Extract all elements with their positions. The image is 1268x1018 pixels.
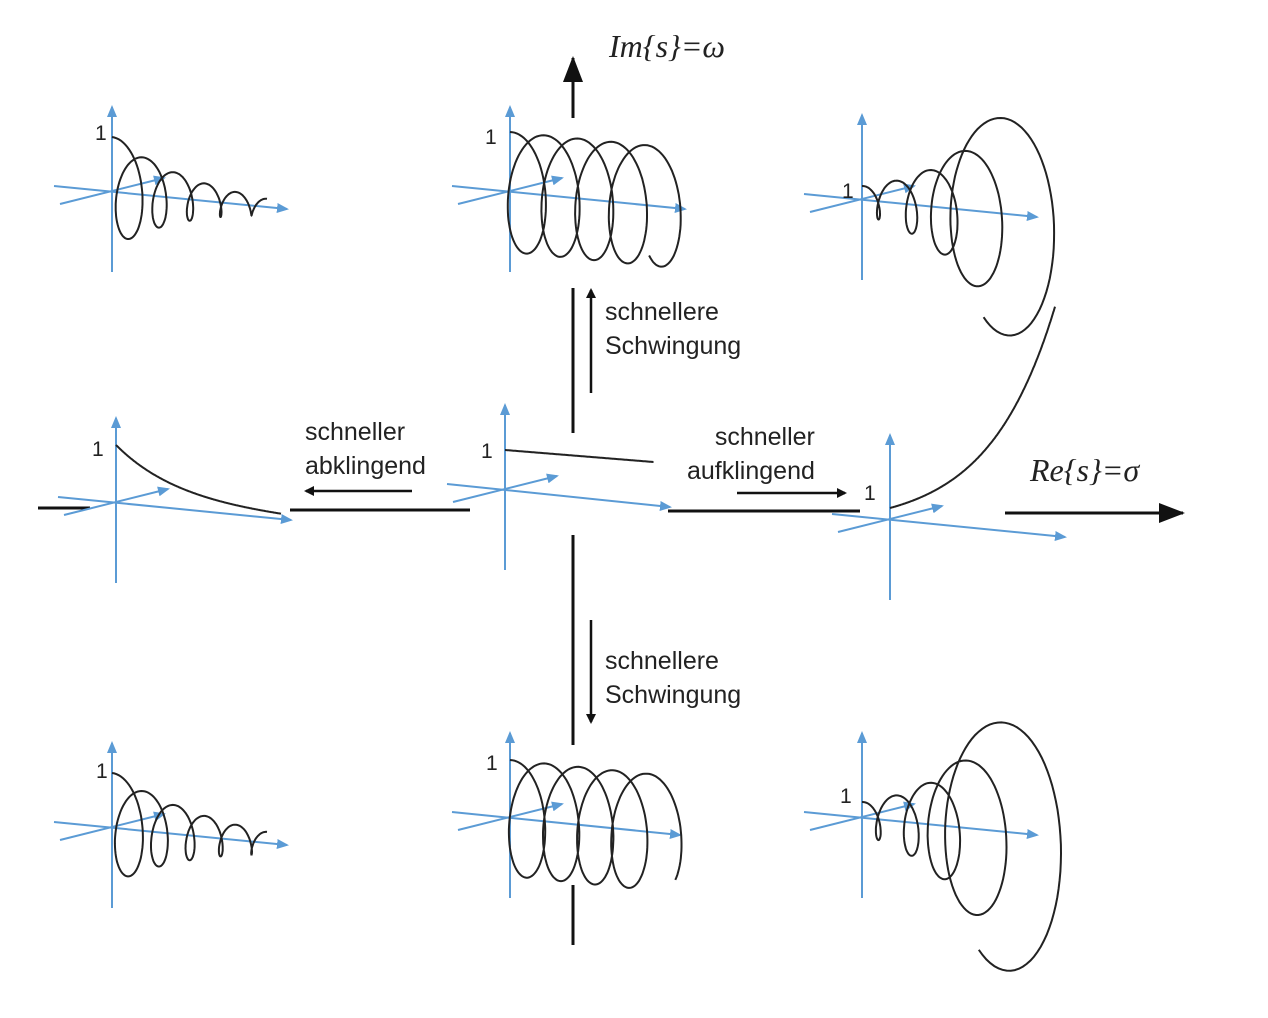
panel-response-curve <box>111 136 268 240</box>
faster-decay-label: schneller abklingend <box>305 415 426 483</box>
response-panels <box>53 105 1067 972</box>
panel-response-curve <box>506 131 682 268</box>
panel-bottom-center <box>451 731 683 898</box>
faster-decay-line1: schneller <box>305 418 406 446</box>
unit-label-top-center: 1 <box>485 126 497 149</box>
panel-axis-depth <box>809 801 916 831</box>
panel-axis-depth <box>452 473 559 503</box>
unit-label-top-right: 1 <box>842 180 854 203</box>
panel-axis-time <box>53 821 289 849</box>
panel-response-curve <box>862 116 1056 337</box>
panel-mid-right <box>831 306 1067 600</box>
faster-osc-down-label: schnellere Schwingung <box>605 644 741 712</box>
direction-arrows <box>304 288 847 724</box>
faster-osc-up-label: schnellere Schwingung <box>605 295 741 363</box>
unit-label-mid-center: 1 <box>481 440 493 463</box>
panel-axis-time <box>831 513 1067 541</box>
faster-growth-line2: aufklingend <box>687 457 815 485</box>
faster-osc-up-line2: Schwingung <box>605 332 742 360</box>
unit-label-bottom-center: 1 <box>486 752 498 775</box>
panel-axis-depth <box>809 183 916 213</box>
panel-response-curve <box>505 449 654 463</box>
panel-axis-time <box>446 483 672 511</box>
panel-response-curve <box>862 721 1063 972</box>
panel-axis-time <box>451 811 682 839</box>
panel-axis-time <box>803 193 1039 221</box>
panel-top-right <box>803 113 1056 337</box>
panel-axis-depth <box>63 486 170 516</box>
faster-decay-line2: abklingend <box>305 452 426 480</box>
panel-axis-depth <box>59 811 166 841</box>
main-axes <box>38 56 1185 945</box>
unit-label-bottom-right: 1 <box>840 785 852 808</box>
unit-label-mid-right: 1 <box>864 482 876 505</box>
faster-osc-down-line2: Schwingung <box>605 681 742 709</box>
faster-growth-line1: schneller <box>714 423 815 451</box>
unit-label-bottom-left: 1 <box>96 760 108 783</box>
panel-response-curve <box>507 759 683 889</box>
faster-growth-label: schneller aufklingend <box>687 420 815 488</box>
faster-osc-up-line1: schnellere <box>605 298 719 326</box>
unit-label-top-left: 1 <box>95 122 107 145</box>
panel-bottom-left <box>53 741 289 908</box>
panel-bottom-right <box>803 721 1063 972</box>
re-axis-label: Re{s}=σ <box>1030 452 1140 488</box>
unit-label-mid-left: 1 <box>92 438 104 461</box>
im-axis-label: Im{s}=ω <box>609 28 725 64</box>
panel-mid-left <box>57 416 293 583</box>
panel-response-curve <box>889 306 1056 509</box>
panel-top-center <box>451 105 687 272</box>
panel-axis-time <box>57 496 293 524</box>
panel-axis-depth <box>59 175 166 205</box>
panel-mid-center <box>446 403 672 570</box>
panel-response-curve <box>111 772 268 878</box>
panel-axis-depth <box>837 503 944 533</box>
panel-axis-time <box>803 811 1039 839</box>
panel-top-left <box>53 105 289 272</box>
faster-osc-down-line1: schnellere <box>605 647 719 675</box>
panel-response-curve <box>115 444 282 515</box>
